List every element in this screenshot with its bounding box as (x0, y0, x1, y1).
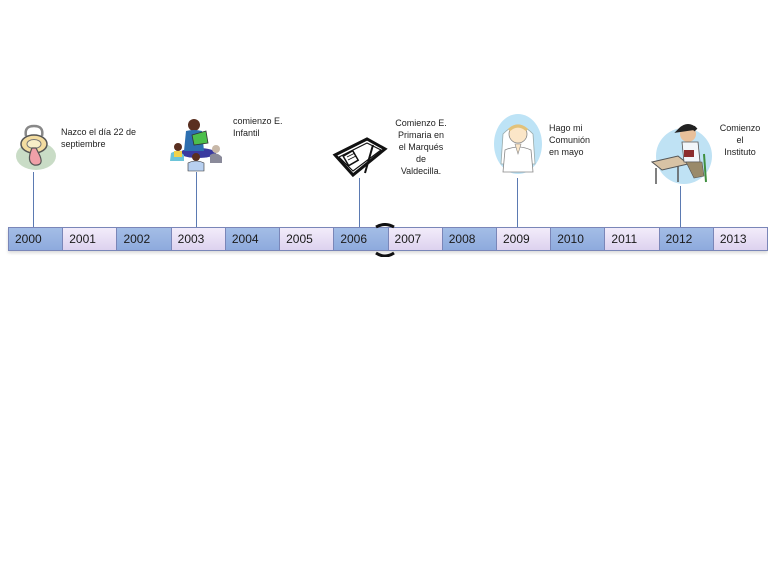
event-connector (680, 186, 681, 227)
year-cell: 2008 (441, 227, 496, 251)
storytime-children-icon (170, 119, 222, 172)
year-cell: 2004 (224, 227, 280, 251)
event-connector (33, 172, 34, 227)
year-cell: 2013 (712, 227, 768, 251)
event-connector (517, 178, 518, 227)
year-cell: 2007 (387, 227, 442, 251)
decorative-arc (375, 223, 395, 257)
event-label: Hago mi Comunión en mayo (549, 123, 591, 157)
year-cell: 2010 (550, 227, 605, 251)
year-cell: 2000 (8, 227, 63, 251)
year-cell: 2001 (62, 227, 117, 251)
event-label: comienzo E. Infantil (233, 116, 283, 138)
year-cell: 2005 (279, 227, 334, 251)
event-label: Nazco el día 22 de septiembre (61, 127, 137, 149)
year-cell: 2002 (116, 227, 171, 251)
timeline-bar: 2000 2001 2002 2003 2004 2005 2006 2007 … (8, 227, 768, 251)
event-connector (359, 178, 360, 227)
year-cell: 2006 (333, 227, 388, 251)
book-pencil-icon (332, 137, 388, 178)
year-cell: 2012 (658, 227, 713, 251)
praying-girl-icon (494, 114, 542, 174)
event-label: Comienzo E. Primaria en el Marqués de Va… (395, 118, 447, 176)
event-connector (196, 172, 197, 227)
year-cell: 2003 (170, 227, 225, 251)
student-desk-icon (650, 124, 712, 184)
year-cell: 2011 (604, 227, 659, 251)
year-cell: 2009 (495, 227, 551, 251)
event-label: Comienzo el Instituto (719, 123, 761, 157)
pacifier-icon (16, 124, 56, 170)
